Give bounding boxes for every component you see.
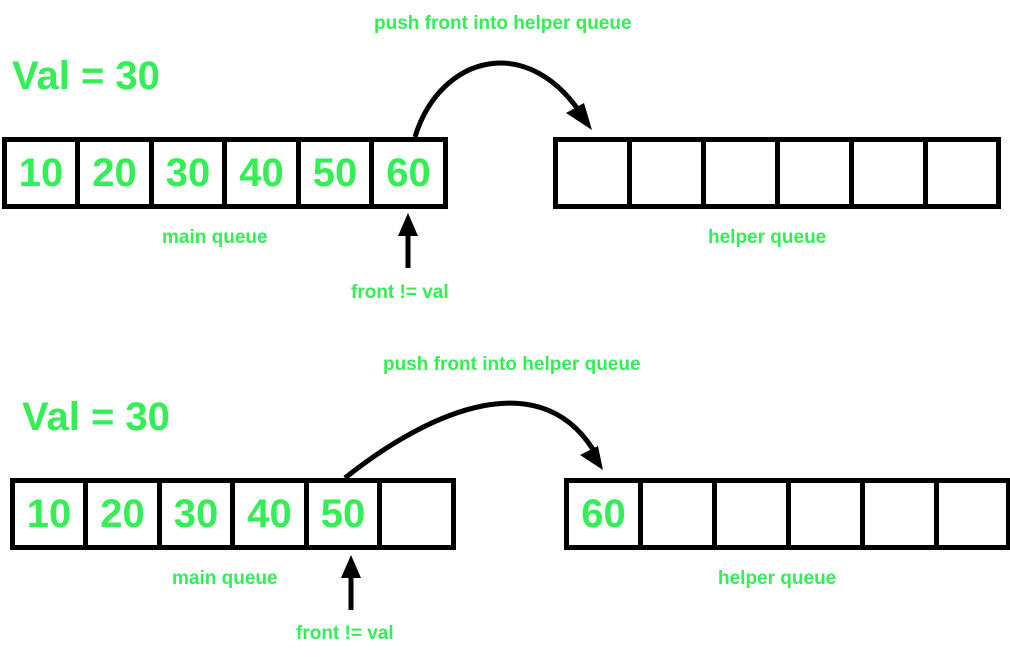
helper-queue-label: helper queue [718,568,837,589]
queue-cell: 40 [222,137,301,209]
queue-cell: 50 [296,137,374,209]
push-arrow-head [566,103,592,130]
queue-cell [775,137,854,209]
main-queue-label: main queue [172,568,278,589]
diagram-stage: push front into helper queue Val = 30 10… [0,0,1010,643]
push-note: push front into helper queue [374,13,632,34]
main-queue: 10 20 30 40 50 60 [2,137,448,209]
step-panel-2: push front into helper queue Val = 30 10… [0,340,1010,670]
arrows-layer [341,400,603,610]
queue-cell: 60 [564,478,643,550]
queue-cell: 40 [230,478,309,550]
front-pointer-head [341,555,361,578]
queue-cell [701,137,780,209]
front-pointer-note: front != val [351,282,449,303]
helper-queue-label: helper queue [708,227,827,248]
queue-cell [377,478,456,550]
queue-cell [627,137,706,209]
helper-queue: 60 [564,478,1010,550]
queue-cell [786,478,865,550]
val-label: Val = 30 [22,395,170,439]
queue-cell [923,137,1001,209]
front-pointer-note: front != val [296,623,394,644]
main-queue: 10 20 30 40 50 [10,478,456,550]
queue-cell [638,478,717,550]
queue-cell: 30 [157,478,235,550]
val-label: Val = 30 [12,54,160,98]
queue-cell: 60 [369,137,448,209]
queue-cell [553,137,632,209]
queue-cell: 20 [75,137,154,209]
push-note: push front into helper queue [383,354,641,375]
step-panel-1: push front into helper queue Val = 30 10… [0,0,1010,330]
main-queue-label: main queue [162,227,268,248]
push-arrow-curve [343,400,601,480]
queue-cell: 10 [2,137,80,209]
queue-cell: 30 [149,137,227,209]
helper-queue [553,137,1001,209]
push-arrow-curve [412,60,588,138]
queue-cell [934,478,1010,550]
queue-cell [712,478,791,550]
queue-cell: 20 [83,478,162,550]
queue-cell: 50 [304,478,382,550]
push-arrow-head [580,446,603,470]
front-pointer-head [398,213,418,236]
queue-cell [849,137,928,209]
arrows-layer [398,60,592,268]
queue-cell [860,478,939,550]
queue-cell: 10 [10,478,88,550]
